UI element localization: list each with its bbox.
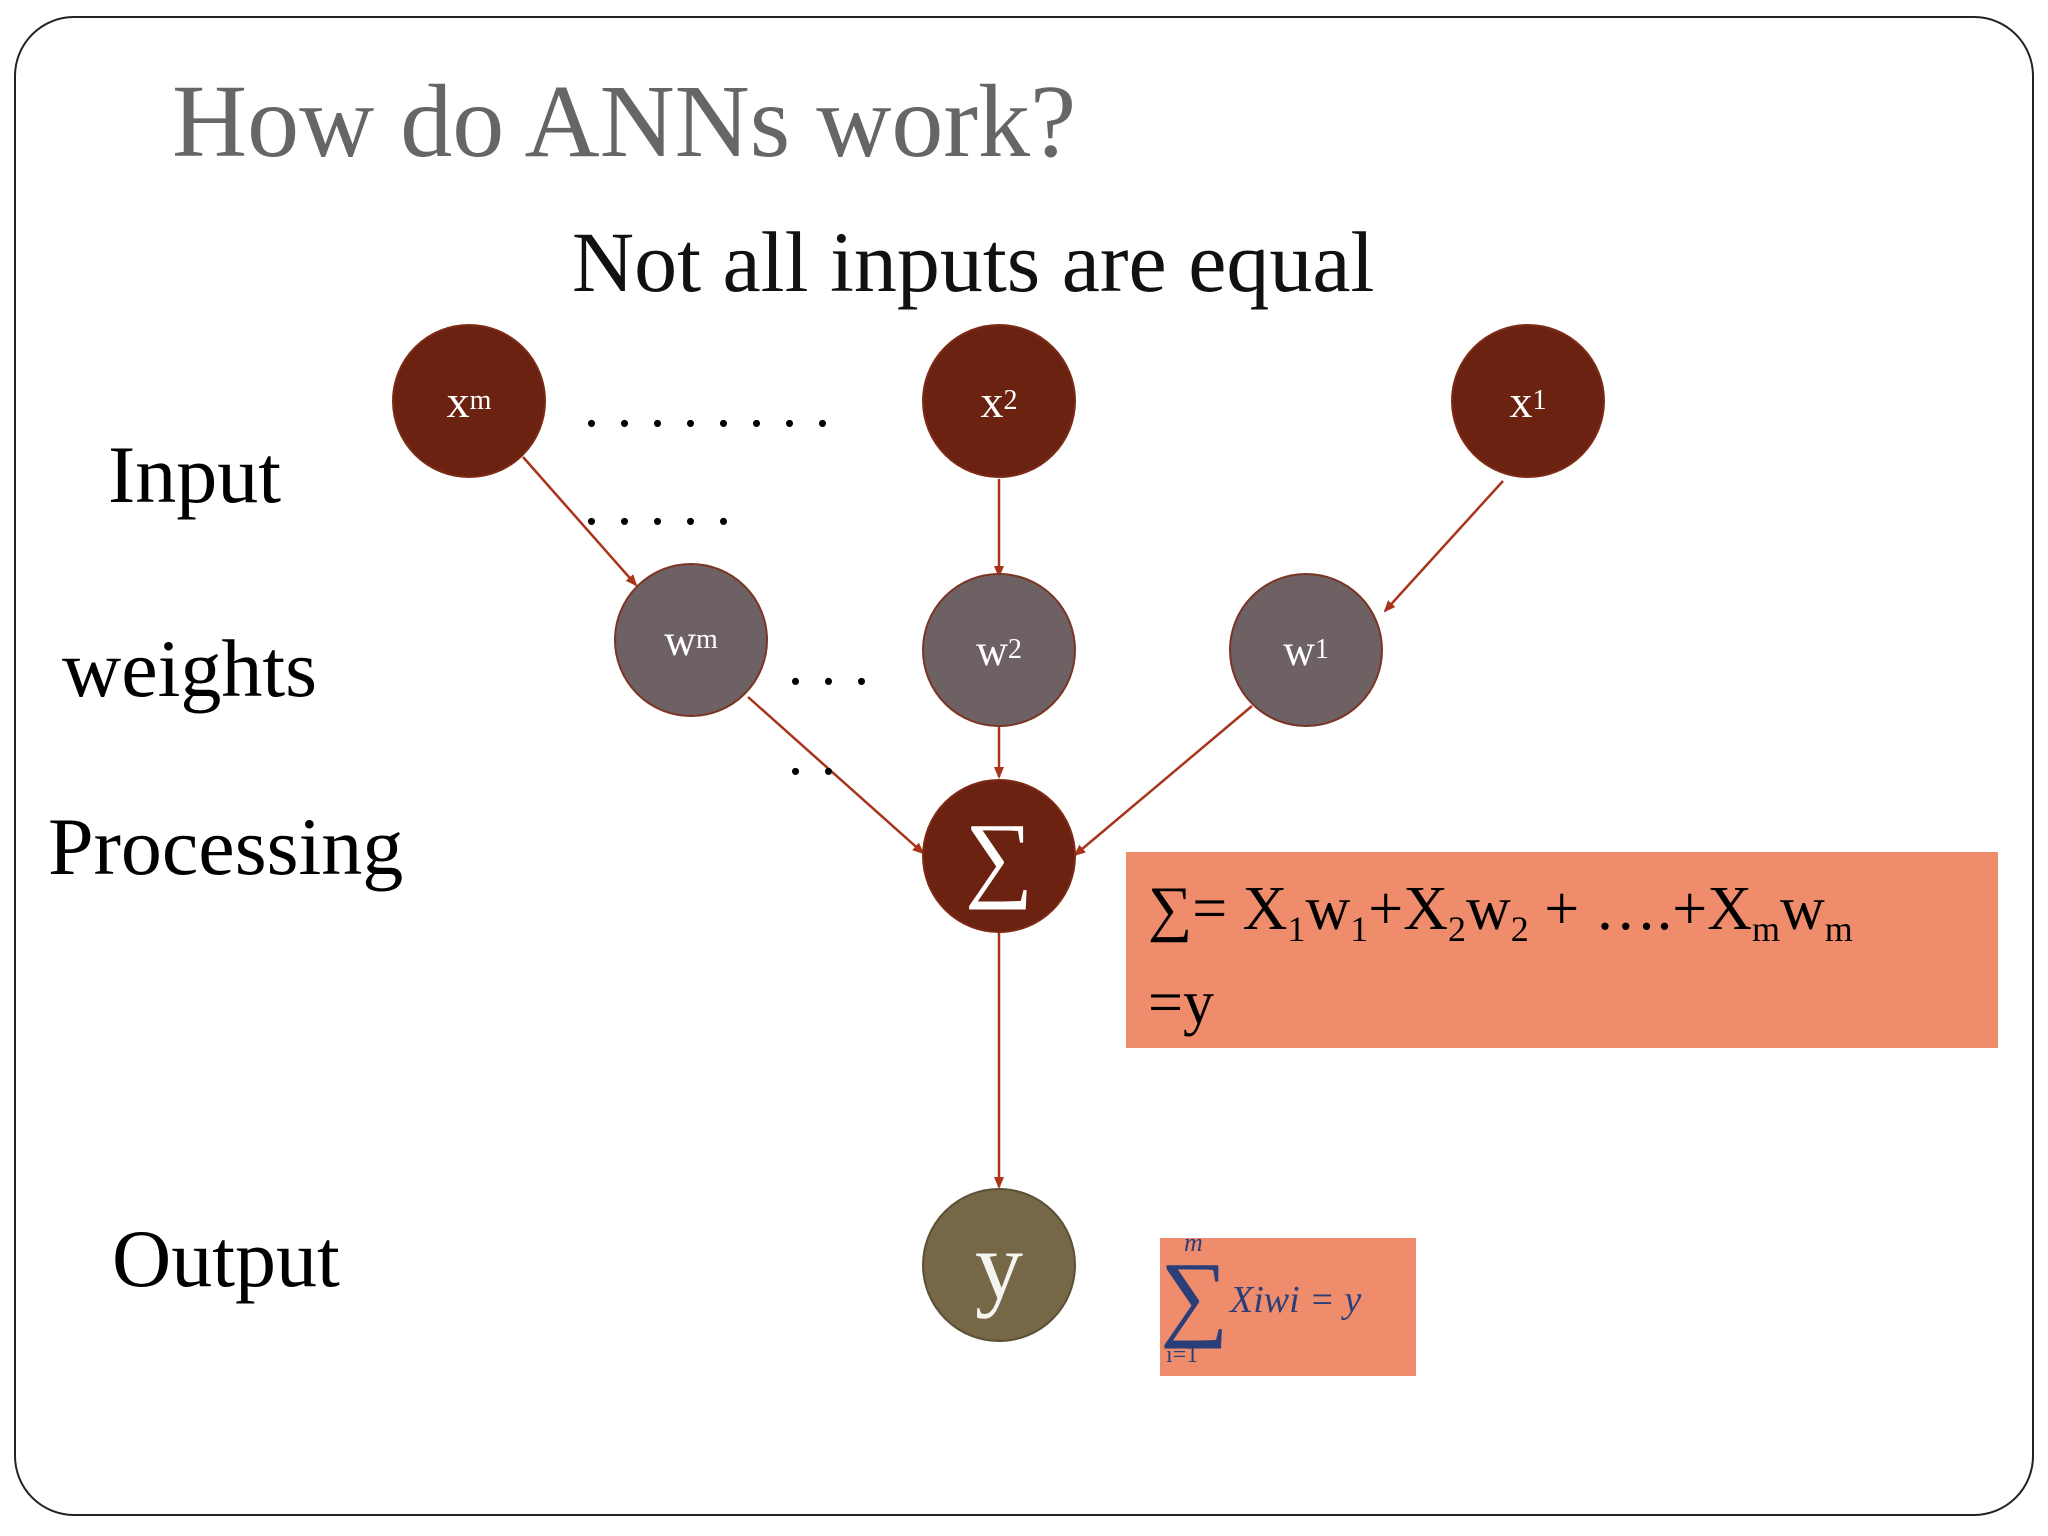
label-weights: weights	[62, 623, 318, 714]
formula-sigma: ∑	[1160, 1242, 1229, 1349]
summation-formula: m ∑ i=1 Xiwi = y	[1160, 1228, 1416, 1376]
slide-subtitle: Not all inputs are equal	[572, 214, 1375, 310]
equation-box: ∑= X1w1+X2w2 + ….+Xmwm =y	[1126, 852, 1998, 1048]
edge-w1-sum	[1073, 705, 1253, 857]
edge-x1-w1	[1383, 480, 1504, 613]
formula-lower-limit: i=1	[1166, 1342, 1199, 1368]
output-node-y: y	[922, 1188, 1076, 1342]
input-ellipsis-lower: .....	[584, 471, 749, 537]
sum-node: ∑	[922, 779, 1076, 933]
label-output: Output	[112, 1213, 340, 1304]
label-processing: Processing	[48, 801, 404, 892]
equation-line-1: ∑= X1w1+X2w2 + ….+Xmwm	[1148, 875, 1853, 949]
weight-ellipsis: ...	[788, 631, 887, 697]
formula-body: Xiwi = y	[1230, 1279, 1362, 1321]
label-input: Input	[108, 429, 282, 520]
equation-line-2: =y	[1148, 969, 1214, 1037]
edge-wm-sum	[747, 696, 925, 855]
edge-xm-wm	[522, 456, 638, 587]
formula-upper-limit: m	[1184, 1228, 1203, 1257]
weight-ellipsis-lower: ..	[788, 721, 854, 787]
slide-title: How do ANNs work?	[172, 64, 1077, 179]
input-ellipsis: ........	[584, 373, 848, 439]
